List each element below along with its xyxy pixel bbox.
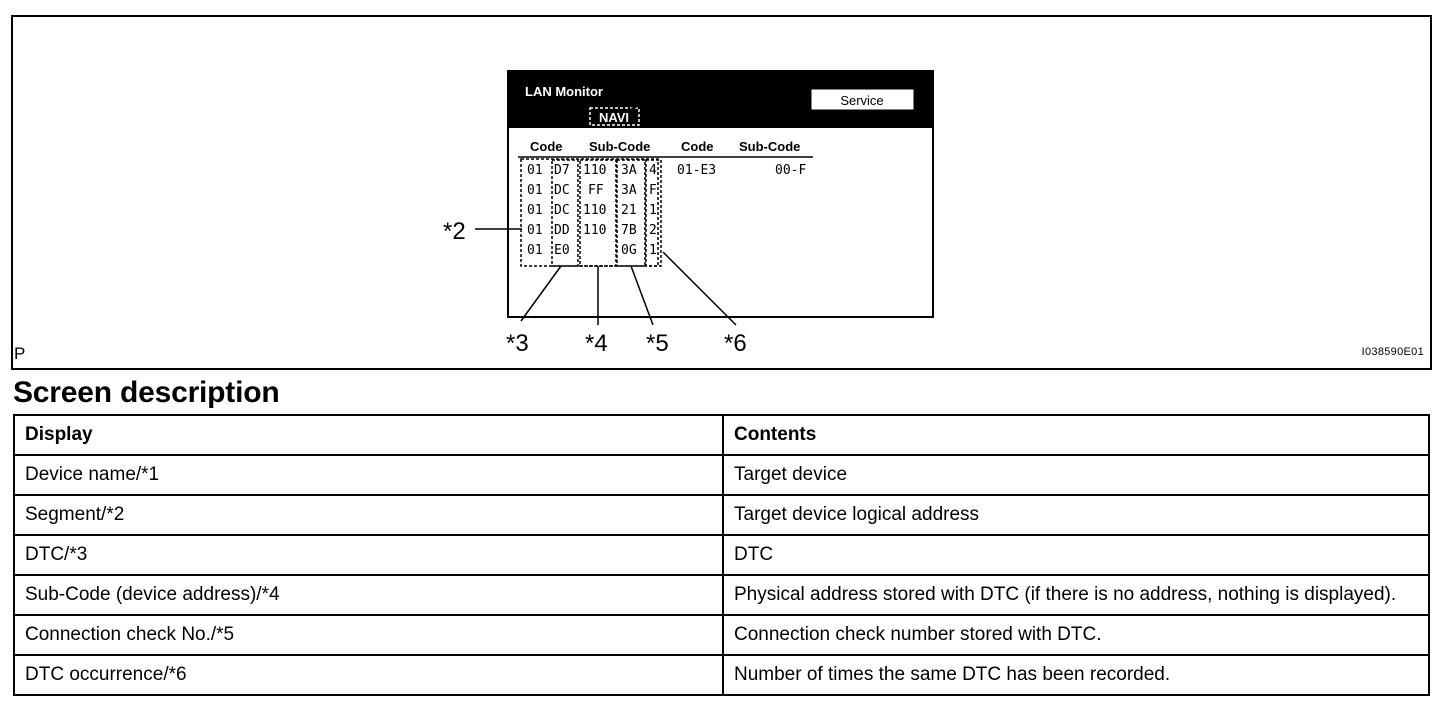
contents-cell: Physical address stored with DTC (if the… [722, 574, 1430, 616]
callout-5: *5 [646, 330, 669, 357]
callout-6: *6 [724, 330, 747, 357]
figure-frame: LAN Monitor NAVI Service Code Sub-Code C… [11, 15, 1432, 370]
device-name: NAVI [599, 110, 629, 125]
row5-sub-c: 1 [649, 243, 657, 258]
row2-code-b: DC [554, 183, 570, 198]
contents-cell: Number of times the same DTC has been re… [722, 654, 1430, 696]
col-header-code-1: Code [530, 139, 563, 154]
row1-sub-a: 110 [583, 163, 606, 178]
row4-sub-b: 7B [621, 223, 637, 238]
row2-sub-a: FF [588, 183, 604, 198]
leader-line-3 [520, 265, 562, 322]
row5-code-b: E0 [554, 243, 570, 258]
callout-4: *4 [585, 330, 608, 357]
table-row: Sub-Code (device address)/*4 Physical ad… [13, 574, 1430, 616]
callout-1: *1 [671, 80, 694, 107]
table-header-row: Display Contents [13, 414, 1430, 456]
row3-sub-b: 21 [621, 203, 637, 218]
row5-code-a: 01 [527, 243, 543, 258]
row2-sub-b: 3A [621, 183, 637, 198]
monitor-title: LAN Monitor [525, 84, 603, 99]
col-header-subcode-2: Sub-Code [739, 139, 800, 154]
dtc-group-box [551, 159, 579, 267]
table-row: Device name/*1 Target device [13, 454, 1430, 496]
device-name-box [589, 107, 640, 126]
lan-monitor-illustration: LAN Monitor NAVI Service Code Sub-Code C… [443, 70, 934, 357]
row5-sub-b: 0G [621, 243, 637, 258]
occurrence-group-box [645, 159, 662, 267]
leader-line-5 [630, 265, 654, 326]
right-row-subcode: 00-F [775, 163, 806, 178]
table-row: DTC occurrence/*6 Number of times the sa… [13, 654, 1430, 696]
dtc-rows: 01 D7 110 3A 4 01 DC FF 3A F 01 DC 110 2… [527, 163, 657, 258]
row2-code-a: 01 [527, 183, 543, 198]
table-row: DTC/*3 DTC [13, 534, 1430, 576]
row2-sub-c: F [649, 183, 657, 198]
table-row: Connection check No./*5 Connection check… [13, 614, 1430, 656]
section-title: Screen description [13, 376, 280, 409]
row4-sub-c: 2 [649, 223, 657, 238]
row4-code-b: DD [554, 223, 570, 238]
contents-cell: DTC [722, 534, 1430, 576]
row3-sub-c: 1 [649, 203, 657, 218]
leader-line-6 [662, 251, 737, 326]
figure-corner-label: P [14, 344, 26, 363]
header-contents: Contents [722, 414, 1430, 456]
table-row: Segment/*2 Target device logical address [13, 494, 1430, 536]
row3-code-b: DC [554, 203, 570, 218]
contents-cell: Target device logical address [722, 494, 1430, 536]
row1-sub-b: 3A [621, 163, 637, 178]
right-row-code: 01-E3 [677, 163, 716, 178]
service-button[interactable] [810, 88, 915, 111]
figure-id: I038590E01 [1361, 346, 1424, 358]
contents-cell: Target device [722, 454, 1430, 496]
contents-cell: Connection check number stored with DTC. [722, 614, 1430, 656]
row3-code-a: 01 [527, 203, 543, 218]
header-display: Display [13, 414, 724, 456]
screen-description-table: Display Contents Device name/*1 Target d… [13, 414, 1430, 696]
row1-code-a: 01 [527, 163, 543, 178]
callout-2: *2 [443, 218, 466, 245]
display-cell: Connection check No./*5 [13, 614, 724, 656]
display-cell: Segment/*2 [13, 494, 724, 536]
row3-sub-a: 110 [583, 203, 606, 218]
display-cell: Device name/*1 [13, 454, 724, 496]
callout-3: *3 [506, 330, 529, 357]
display-cell: DTC occurrence/*6 [13, 654, 724, 696]
segment-group-box [520, 158, 659, 267]
col-header-subcode-1: Sub-Code [589, 139, 650, 154]
row4-code-a: 01 [527, 223, 543, 238]
row1-sub-c: 4 [649, 163, 657, 178]
display-cell: Sub-Code (device address)/*4 [13, 574, 724, 616]
col-header-code-2: Code [681, 139, 714, 154]
leader-line-1 [630, 92, 672, 110]
leader-lines [475, 92, 737, 326]
display-cell: DTC/*3 [13, 534, 724, 576]
row1-code-b: D7 [554, 163, 570, 178]
service-button-label: Service [840, 93, 883, 108]
row4-sub-a: 110 [583, 223, 606, 238]
